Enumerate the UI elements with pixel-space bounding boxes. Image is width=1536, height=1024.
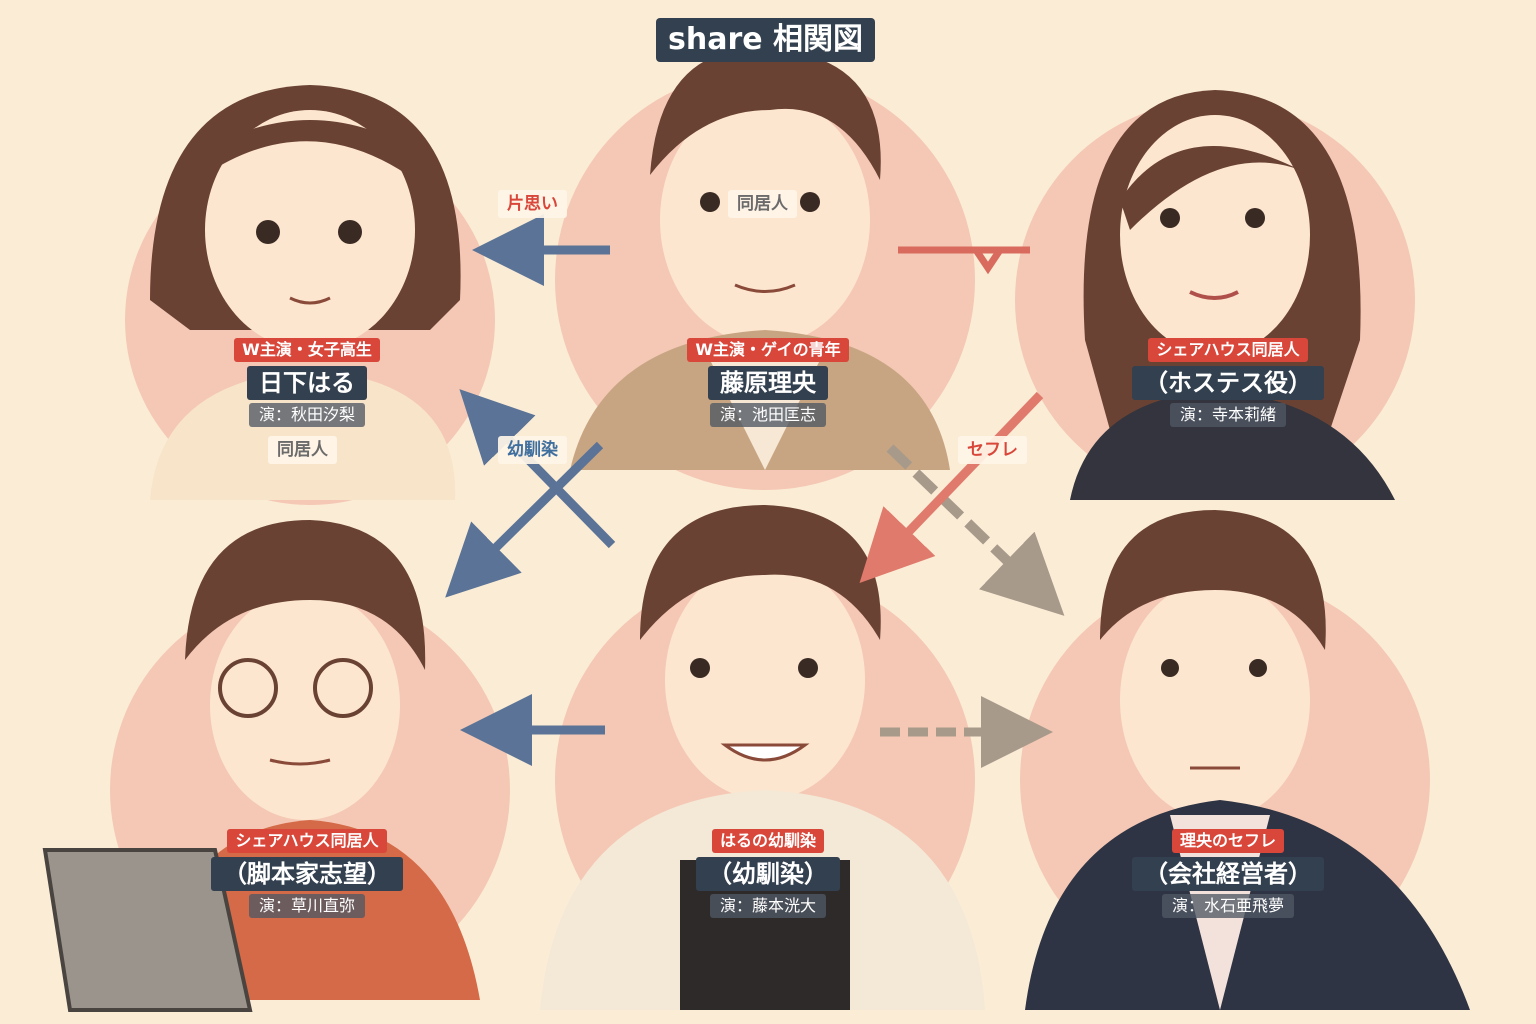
card-hostess: シェアハウス同居人 （ホステス役） 演：寺本莉緒 [1078, 338, 1378, 427]
arrow-rio-to-writer [445, 441, 604, 598]
actor-label: 演：草川直弥 [248, 894, 365, 918]
card-haru: W主演・女子高生 日下はる 演：秋田汐梨 [157, 338, 457, 427]
actor-label: 演：秋田汐梨 [248, 403, 365, 427]
character-name: （ホステス役） [1132, 366, 1324, 400]
role-badge: はるの幼馴染 [711, 829, 824, 853]
relation-label-osananajimi: 幼馴染 [498, 436, 567, 464]
relation-label-doukyo-top: 同居人 [728, 190, 797, 218]
arrow-ceo-to-friend [859, 391, 1044, 583]
actor-label: 演：藤本洸大 [709, 894, 826, 918]
arrow-rio-to-hostess [898, 246, 1030, 275]
portrait-ceo [1020, 510, 1470, 1010]
relation-label-doukyo-left: 同居人 [268, 436, 337, 464]
character-name: （会社経営者） [1132, 857, 1324, 891]
relation-label-sefure: セフレ [958, 436, 1027, 464]
card-rio: W主演・ゲイの青年 藤原理央 演：池田匡志 [618, 338, 918, 427]
arrow-rio-to-ceo [886, 444, 1065, 616]
role-badge: 理央のセフレ [1171, 829, 1284, 853]
role-badge: W主演・女子高生 [234, 338, 380, 362]
arrow-friend-to-haru [459, 389, 616, 549]
card-friend: はるの幼馴染 （幼馴染） 演：藤本洸大 [618, 829, 918, 918]
role-badge: W主演・ゲイの青年 [687, 338, 849, 362]
character-name: 藤原理央 [708, 366, 828, 400]
actor-label: 演：水石亜飛夢 [1161, 894, 1294, 918]
actor-label: 演：寺本莉緒 [1169, 403, 1286, 427]
character-name: 日下はる [247, 366, 367, 400]
character-name: （幼馴染） [696, 857, 840, 891]
card-ceo: 理央のセフレ （会社経営者） 演：水石亜飛夢 [1078, 829, 1378, 918]
character-name: （脚本家志望） [211, 857, 403, 891]
portrait-writer [42, 520, 510, 1012]
actor-label: 演：池田匡志 [709, 403, 826, 427]
role-badge: シェアハウス同居人 [227, 829, 387, 853]
relation-label-kataomoi: 片思い [498, 190, 567, 218]
role-badge: シェアハウス同居人 [1148, 338, 1308, 362]
page-title: share 相関図 [656, 18, 876, 62]
portrait-friend [540, 505, 985, 1010]
portrait-haru [125, 85, 495, 505]
card-writer: シェアハウス同居人 （脚本家志望） 演：草川直弥 [157, 829, 457, 918]
portrait-hostess [1015, 90, 1415, 500]
